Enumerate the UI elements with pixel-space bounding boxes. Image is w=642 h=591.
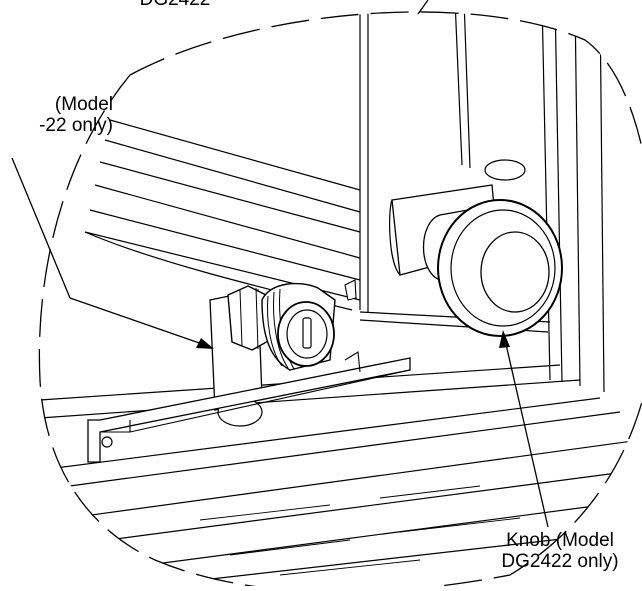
left-arrowhead bbox=[196, 338, 214, 349]
surface-hatching bbox=[199, 485, 521, 576]
right-arrowhead bbox=[499, 330, 510, 348]
door-frame-posts bbox=[359, 11, 605, 393]
left-callout-line-1: (Model bbox=[54, 94, 113, 115]
left-callout-label: (Model -22 only) bbox=[0, 94, 113, 136]
detail-circle-outline bbox=[38, 11, 642, 591]
knob-callout-line-1: Knob (Model bbox=[506, 530, 614, 551]
latch-bar bbox=[87, 351, 411, 463]
lower-rails bbox=[39, 311, 641, 587]
knob-callout-label: Knob (Model DG2422 only) bbox=[478, 530, 642, 572]
knob bbox=[437, 199, 563, 337]
upper-rails bbox=[84, 119, 361, 311]
leader-lines bbox=[11, 0, 549, 528]
lock-cylinder bbox=[261, 282, 336, 371]
detail-content bbox=[39, 11, 641, 587]
knob-callout-line-2: DG2422 only) bbox=[501, 551, 619, 572]
top-callout-label: DG2422 bbox=[105, 0, 245, 10]
left-callout-line-2: -22 only) bbox=[39, 115, 113, 136]
